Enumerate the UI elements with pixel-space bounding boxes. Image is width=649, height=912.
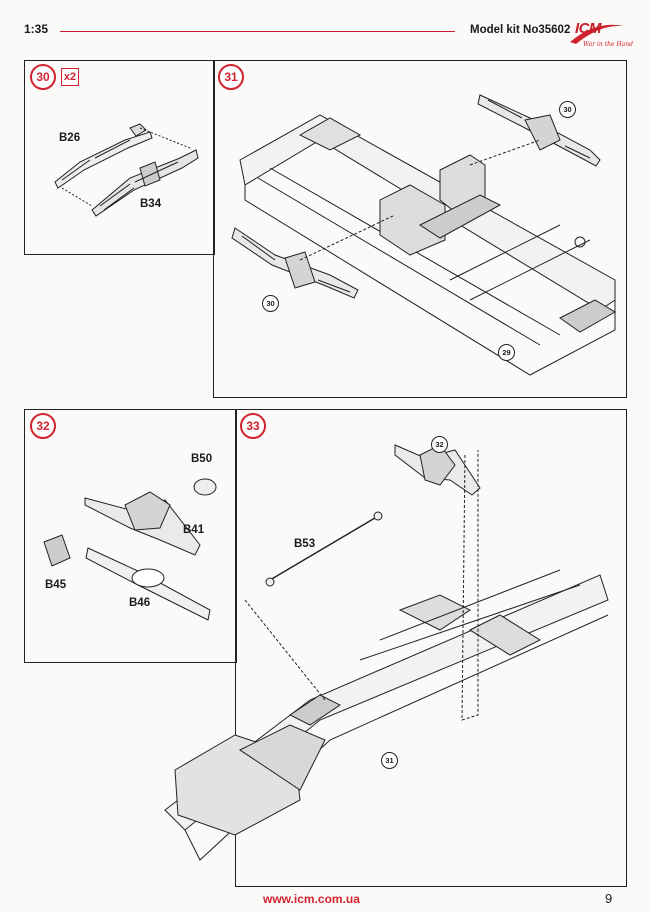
drive-shaft-b53-drawing: [265, 511, 383, 587]
step-32-badge: 32: [30, 413, 56, 439]
footer-website-link[interactable]: www.icm.com.ua: [263, 892, 360, 906]
callout-31: 31: [381, 752, 398, 769]
cap-b50-drawing: [193, 478, 217, 496]
step-33-panel: [235, 409, 627, 887]
part-label-b41: B41: [183, 524, 205, 536]
leaf-spring-b26-drawing: [54, 123, 153, 189]
step-30-badge: 30: [30, 64, 56, 90]
part-label-b50: B50: [191, 453, 213, 465]
step-33-badge: 33: [240, 413, 266, 439]
callout-29: 29: [498, 344, 515, 361]
step-31-panel: [213, 60, 627, 398]
leaf-spring-b34-drawing: [91, 149, 199, 217]
chassis-assembly-drawing: [164, 569, 609, 861]
model-kit-number: Model kit No35602: [470, 24, 571, 36]
part-label-b34: B34: [140, 198, 162, 210]
axle-b41-drawing: [84, 491, 201, 556]
brand-tagline: War in the Hand: [583, 41, 633, 48]
spring-plate-b46-drawing: [85, 547, 211, 621]
callout-30-upper: 30: [559, 101, 576, 118]
icm-logo-swoosh-icon: [570, 24, 624, 44]
part-label-b46: B46: [129, 597, 151, 609]
callout-30-lower: 30: [262, 295, 279, 312]
rear-spring-upper-drawing: [477, 94, 601, 167]
brand-logo: ICM: [575, 20, 602, 37]
quantity-multiplier-badge: x2: [61, 68, 79, 86]
rear-spring-lower-drawing: [231, 227, 359, 299]
callout-32: 32: [431, 436, 448, 453]
step-31-badge: 31: [218, 64, 244, 90]
step-30-panel: [24, 60, 215, 255]
header-rule: [60, 31, 455, 32]
part-label-b26: B26: [59, 132, 81, 144]
scale-label: 1:35: [24, 22, 49, 36]
bracket-b45-drawing: [43, 534, 71, 567]
chassis-frame-drawing: [239, 114, 616, 376]
part-label-b53: B53: [294, 538, 316, 550]
front-axle-drawing: [394, 444, 481, 496]
part-label-b45: B45: [45, 579, 67, 591]
step-32-panel: [24, 409, 237, 663]
page-number: 9: [605, 891, 613, 906]
